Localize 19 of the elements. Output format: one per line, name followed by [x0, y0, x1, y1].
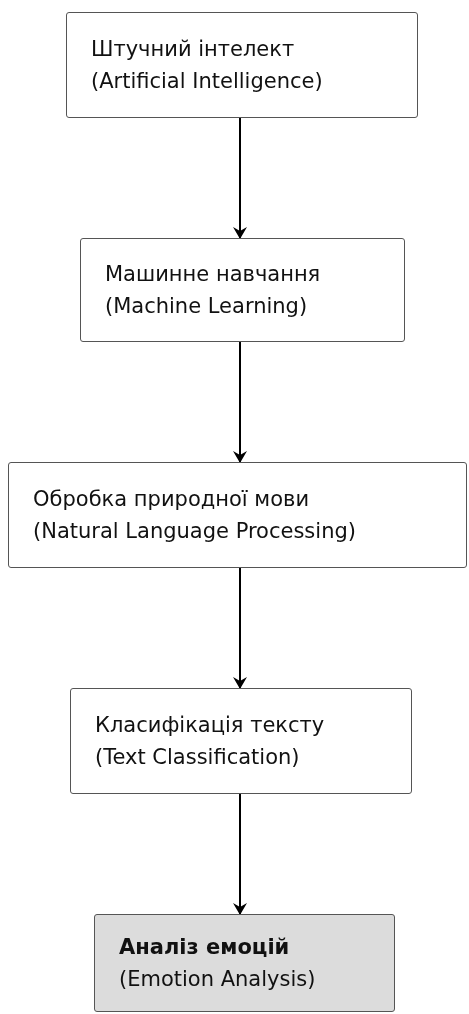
process-box — [66, 12, 418, 118]
process-box — [80, 238, 405, 342]
box-text: Машинне навчання — [105, 261, 322, 288]
box-text: Аналіз емоцій — [119, 934, 291, 961]
box-text: (Artificial Intelligence) — [91, 68, 324, 95]
box-text: Штучний інтелект — [91, 36, 296, 63]
box-text: (Machine Learning) — [105, 293, 309, 320]
box-text: Обробка природної мови — [33, 486, 311, 513]
process-box — [94, 914, 395, 1012]
box-text: (Emotion Analysis) — [119, 966, 317, 993]
process-box — [70, 688, 412, 794]
box-text: (Natural Language Processing) — [33, 518, 357, 545]
box-text: Класифікація тексту — [95, 712, 326, 739]
arrow — [233, 341, 247, 463]
arrow — [233, 117, 247, 239]
box-text: (Text Classification) — [95, 744, 301, 771]
arrow — [233, 793, 247, 915]
arrow — [233, 567, 247, 689]
process-box — [8, 462, 467, 568]
